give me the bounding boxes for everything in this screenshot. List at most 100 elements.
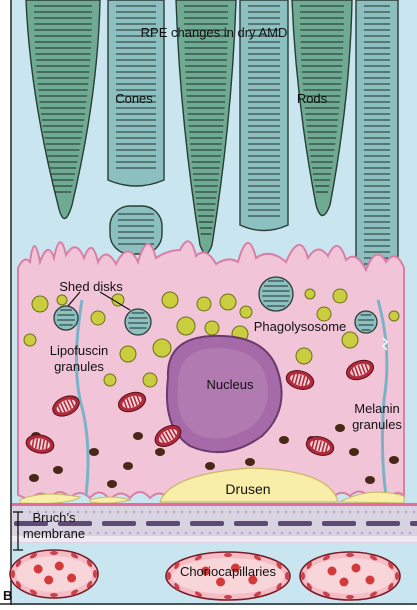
collagen-dot: [229, 511, 231, 513]
collagen-dot: [313, 532, 315, 534]
red-blood-cell: [365, 575, 375, 585]
collagen-dot: [153, 532, 155, 534]
collagen-dot: [345, 532, 347, 534]
lipofuscin-granule: [304, 288, 316, 300]
collagen-dot: [145, 532, 147, 534]
collagen-dot: [161, 532, 163, 534]
melanin-granule: [205, 462, 215, 470]
lipofuscin-granule: [295, 347, 313, 365]
collagen-dot: [25, 532, 27, 534]
label-phagolysosome: Phagolysosome: [254, 319, 347, 334]
collagen-dot: [61, 511, 63, 513]
collagen-dot: [217, 532, 219, 534]
label-shed-disks: Shed disks: [59, 279, 123, 294]
collagen-dot: [189, 511, 191, 513]
phagosomes: [53, 276, 378, 336]
elastic-fiber: [102, 521, 136, 526]
red-blood-cell: [54, 561, 64, 571]
mitochondrion: [345, 359, 375, 381]
collagen-dot: [341, 511, 343, 513]
elastic-fiber: [410, 521, 417, 526]
photoreceptor-outer-segments: [25, 0, 399, 306]
lipofuscin-granule: [204, 320, 220, 336]
collagen-dot: [33, 532, 35, 534]
collagen-dot: [241, 532, 243, 534]
collagen-dot: [149, 511, 151, 513]
mitochondrion: [117, 391, 147, 413]
basement-membrane: [12, 503, 417, 506]
collagen-dot: [409, 532, 411, 534]
collagen-dot: [249, 532, 251, 534]
collagen-dot: [281, 532, 283, 534]
collagen-dot: [57, 532, 59, 534]
collagen-dot: [225, 532, 227, 534]
collagen-dot: [401, 532, 403, 534]
mitochondrion: [154, 425, 182, 447]
red-blood-cell: [33, 564, 43, 574]
collagen-dot: [329, 532, 331, 534]
figure-title: RPE changes in dry AMD: [141, 25, 288, 40]
collagen-dot: [369, 532, 371, 534]
collagen-dot: [77, 511, 79, 513]
collagen-dot: [125, 511, 127, 513]
lipofuscin-granule: [56, 294, 68, 306]
lipofuscin-granule: [103, 373, 117, 387]
melanin-granule: [107, 480, 117, 488]
collagen-dot: [169, 532, 171, 534]
collagen-dot: [49, 532, 51, 534]
drusen-deposit: [339, 491, 405, 504]
collagen-dot: [141, 511, 143, 513]
melanin-granule: [245, 458, 255, 466]
collagen-dot: [385, 532, 387, 534]
lipofuscin-granule: [316, 306, 332, 322]
collagen-dot: [213, 511, 215, 513]
lipofuscin-granule: [142, 372, 158, 388]
bruchs-bracket: [13, 511, 23, 551]
red-blood-cell: [201, 566, 211, 576]
collagen-dot: [133, 511, 135, 513]
choriocapillary: [299, 551, 401, 601]
collagen-dot: [113, 532, 115, 534]
collagen-dot: [389, 511, 391, 513]
collagen-dot: [293, 511, 295, 513]
collagen-dot: [97, 532, 99, 534]
rpe-cell-boundary: [376, 299, 389, 497]
collagen-dot: [157, 511, 159, 513]
mitochondrion: [285, 370, 315, 390]
melanin-granule: [335, 424, 345, 432]
lipofuscin-granule: [388, 310, 400, 322]
rpe-cell-boundary: [74, 299, 90, 497]
red-blood-cell: [339, 577, 349, 587]
collagen-dot: [105, 532, 107, 534]
collagen-dot: [257, 532, 259, 534]
collagen-dot: [381, 511, 383, 513]
collagen-dot: [245, 511, 247, 513]
collagen-dot: [277, 511, 279, 513]
lipofuscin-granule: [119, 345, 137, 363]
leader-line-shed-disks: [99, 291, 131, 311]
leader-line-shed-disks: [67, 291, 81, 307]
label-bruchs: Bruch’s: [32, 510, 76, 525]
collagen-dot: [177, 532, 179, 534]
detached-disk-packet: [109, 205, 163, 255]
collagen-dot: [309, 511, 311, 513]
red-blood-cell: [44, 575, 54, 585]
label-cones: Cones: [115, 91, 153, 106]
collagen-dot: [237, 511, 239, 513]
cell-junction: [381, 337, 389, 351]
collagen-dot: [305, 532, 307, 534]
rod-outer-segment: [107, 0, 165, 187]
lipofuscin-granules: [23, 288, 400, 388]
label-melanin: Melanin: [354, 401, 400, 416]
mitochondrion: [25, 434, 55, 454]
label-lipofuscin-granules: granules: [54, 359, 104, 374]
collagen-dot: [365, 511, 367, 513]
label-lipofuscin: Lipofuscin: [50, 343, 109, 358]
panel-letter: B: [3, 588, 12, 603]
collagen-dot: [69, 511, 71, 513]
choriocapillary: [165, 551, 291, 601]
lipofuscin-granule: [90, 310, 106, 326]
lipofuscin-granule: [332, 288, 348, 304]
